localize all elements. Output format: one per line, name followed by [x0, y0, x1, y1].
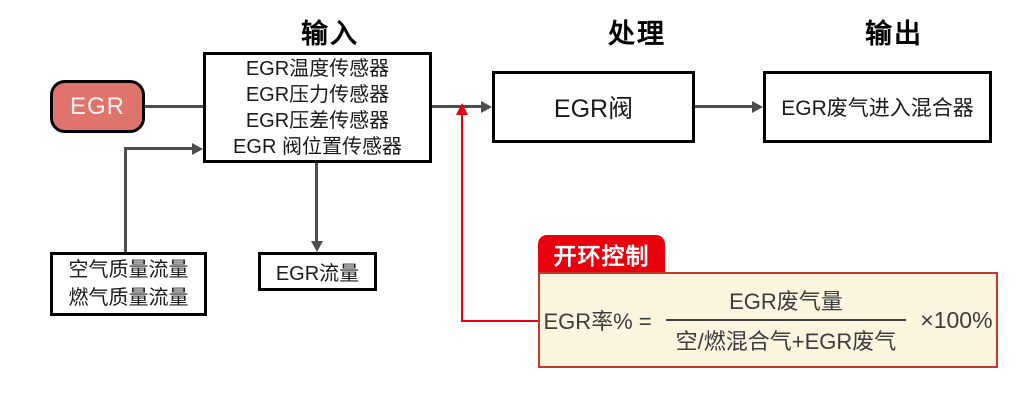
formula-lhs: EGR率% = — [543, 309, 652, 334]
open-loop-control-label: 开环控制 — [553, 242, 650, 269]
formula-numerator: EGR废气量 — [729, 289, 843, 314]
sensor-line-differential-pressure: EGR压差传感器 — [245, 109, 390, 132]
heading-process: 处理 — [608, 19, 666, 49]
heading-output: 输出 — [865, 19, 923, 49]
formula-denominator: 空/燃混合气+EGR废气 — [665, 319, 907, 356]
egr-flow-node: EGR流量 — [258, 252, 377, 291]
egr-exhaust-mixer-node: EGR废气进入混合器 — [763, 71, 992, 143]
open-loop-control-tab: 开环控制 — [538, 235, 665, 272]
egr-exhaust-mixer-label: EGR废气进入混合器 — [781, 97, 974, 120]
egr-valve-node: EGR阀 — [492, 71, 695, 143]
egr-valve-label: EGR阀 — [553, 95, 634, 123]
egr-flow-label: EGR流量 — [275, 263, 360, 285]
heading-input: 输入 — [301, 19, 359, 49]
connector-massflow-vertical — [124, 147, 127, 252]
mass-flow-node: 空气质量流量 燃气质量流量 — [50, 252, 207, 316]
connector-sensors-to-egrflow — [315, 163, 318, 242]
air-mass-flow-label: 空气质量流量 — [68, 259, 189, 281]
egr-rate-formula-box: EGR率% = EGR废气量 空/燃混合气+EGR废气 ×100% — [538, 272, 998, 368]
connector-massflow-horizontal — [124, 147, 192, 150]
arrowhead-massflow-to-sensors — [192, 142, 203, 155]
formula-fraction: EGR废气量 空/燃混合气+EGR废气 — [665, 284, 907, 356]
arrowhead-red-up — [455, 103, 468, 115]
gas-mass-flow-label: 燃气质量流量 — [68, 287, 189, 309]
sensor-line-temperature: EGR温度传感器 — [245, 57, 390, 80]
red-connector-horizontal — [462, 319, 538, 322]
sensor-line-valve-position: EGR 阀位置传感器 — [233, 135, 402, 158]
arrowhead-sensors-to-valve — [481, 100, 492, 113]
connector-valve-to-output — [695, 105, 752, 108]
sensors-node: EGR温度传感器 EGR压力传感器 EGR压差传感器 EGR 阀位置传感器 — [203, 52, 432, 163]
arrowhead-valve-to-output — [752, 100, 763, 113]
egr-node: EGR — [50, 80, 145, 133]
sensor-line-pressure: EGR压力传感器 — [245, 83, 390, 106]
egr-node-label: EGR — [69, 92, 125, 120]
red-connector-vertical — [460, 114, 463, 322]
arrowhead-sensors-to-egrflow — [310, 241, 323, 252]
connector-egr-to-sensors — [145, 105, 203, 108]
formula-multiplier: ×100% — [920, 306, 993, 333]
